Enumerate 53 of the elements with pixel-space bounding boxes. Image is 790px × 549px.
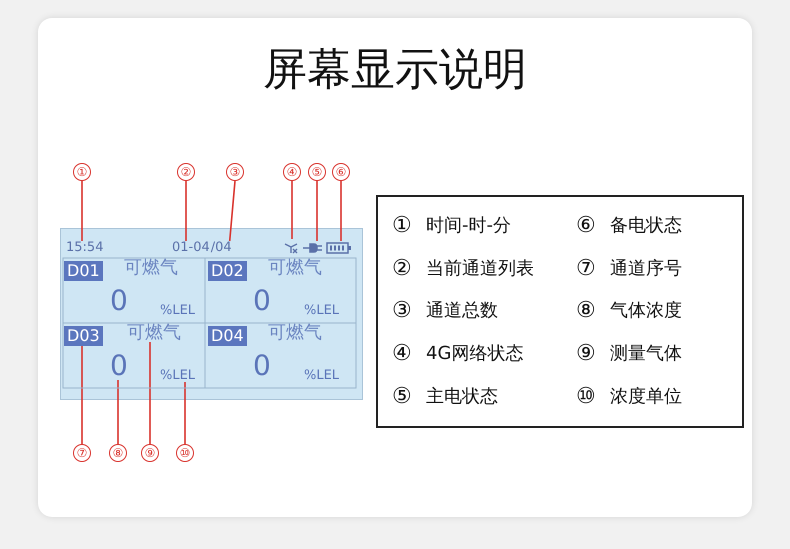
channel-tag: D02: [208, 261, 247, 281]
callout-number: ④: [392, 343, 413, 366]
channel-range-text: 01-04: [172, 241, 210, 254]
gas-name: 可燃气: [124, 259, 178, 277]
callout-number: ⑤: [392, 386, 413, 408]
title: 屏幕显示说明: [262, 48, 528, 92]
key-text: 备电状态: [610, 217, 683, 236]
leader-line: [184, 382, 186, 444]
gas-name: 可燃气: [268, 324, 322, 342]
unit-text: %LEL: [304, 304, 340, 317]
key-text: 气体浓度: [610, 302, 683, 320]
key-text: 浓度单位: [610, 388, 683, 406]
unit-text: %LEL: [304, 369, 340, 382]
leader-line: [149, 342, 151, 444]
leader-line: [291, 181, 293, 239]
key-text: 测量气体: [610, 345, 683, 364]
leader-line: [117, 380, 119, 444]
leader-line: [81, 346, 83, 444]
callout-number: ⑥: [576, 215, 597, 238]
unit-text: %LEL: [160, 304, 196, 317]
gas-name: 可燃气: [268, 259, 322, 277]
battery-icon: [326, 241, 352, 253]
legend-box: [376, 195, 744, 428]
key-text: 时间-时-分: [426, 217, 512, 236]
key-text: 通道序号: [610, 260, 683, 278]
key-text: 通道总数: [426, 302, 499, 320]
concentration-value: 0: [110, 287, 128, 315]
callout-number: ②: [392, 258, 413, 280]
key-text: 主电状态: [426, 388, 499, 406]
leader-line: [185, 181, 187, 241]
callout-number: ⑧: [576, 300, 597, 322]
channel-tag: D03: [64, 326, 103, 346]
channel-total-text: /04: [210, 241, 232, 254]
time-text: 15:54: [66, 241, 104, 254]
concentration-value: 0: [253, 352, 271, 380]
leader-line: [81, 181, 83, 241]
leader-line: [228, 180, 236, 242]
channel-tag: D04: [208, 326, 247, 346]
channel-tag: D01: [64, 261, 103, 281]
unit-text: %LEL: [160, 369, 196, 382]
callout-number: ①: [392, 215, 413, 238]
gas-name: 可燃气: [127, 324, 181, 342]
concentration-value: 0: [253, 287, 271, 315]
callout-number: ⑨: [576, 343, 597, 366]
leader-line: [340, 181, 342, 241]
leader-line: [316, 181, 318, 241]
plug-icon: [303, 241, 323, 253]
key-text: 当前通道列表: [426, 260, 535, 278]
callout-number: ⑩: [576, 386, 597, 408]
callout-number: ③: [392, 300, 413, 322]
key-text: 4G网络状态: [426, 345, 524, 364]
callout-number: ⑦: [576, 258, 597, 280]
concentration-value: 0: [110, 352, 128, 380]
